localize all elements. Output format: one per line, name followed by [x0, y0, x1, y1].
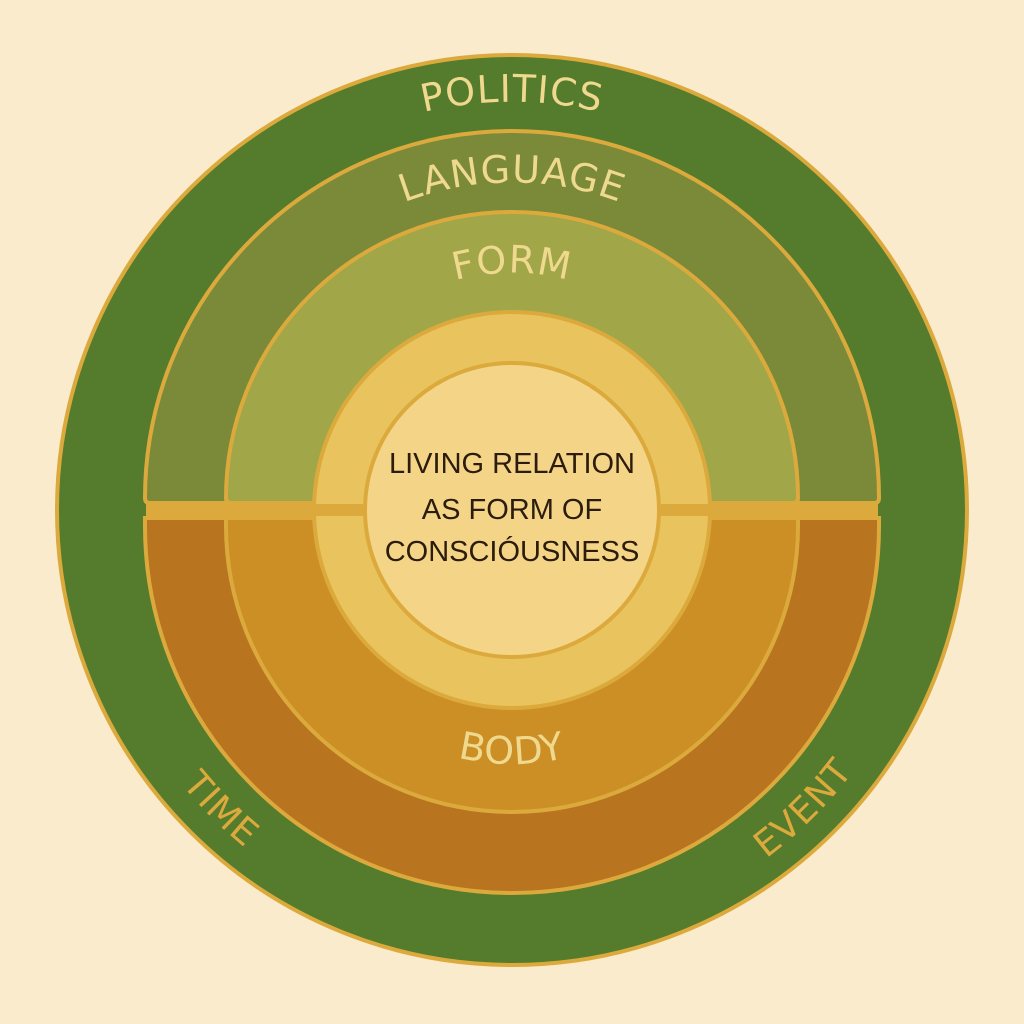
- center-text-line1: LIVING RELATION: [389, 448, 635, 480]
- body-label: BODY: [456, 723, 568, 773]
- core-circle: [363, 361, 661, 659]
- center-text-line2: AS FORM OF: [422, 494, 602, 526]
- center-text-line3: CONSCIÓUSNESS: [385, 535, 640, 568]
- form-label: FORM: [448, 237, 576, 289]
